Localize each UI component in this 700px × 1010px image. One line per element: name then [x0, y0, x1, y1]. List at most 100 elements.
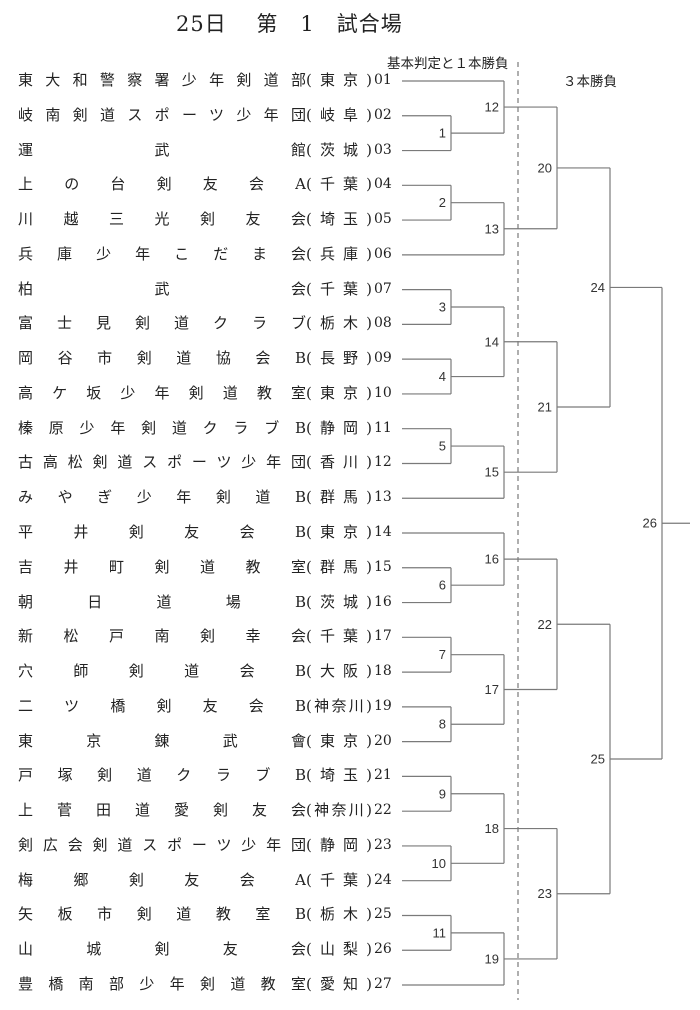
open-paren: (	[306, 210, 312, 229]
team-name: 兵庫少年こだま会	[18, 244, 306, 263]
team-row: 榛原少年剣道クラブB(静岡)11	[0, 418, 400, 438]
match-number: 17	[485, 682, 499, 697]
team-prefecture: (茨城)	[306, 140, 372, 160]
prefecture-name: 東京	[311, 71, 367, 89]
match-number: 18	[485, 821, 499, 836]
open-paren: (	[306, 940, 312, 959]
match-number: 13	[485, 221, 499, 236]
match-number: 9	[439, 786, 446, 801]
prefecture-name: 千葉	[311, 870, 367, 889]
open-paren: (	[306, 801, 312, 820]
close-paren: )	[366, 383, 372, 402]
team-row: 兵庫少年こだま会(兵庫)06	[0, 244, 400, 264]
team-prefecture: (静岡)	[306, 418, 372, 438]
team-prefecture: (東京)	[306, 383, 372, 403]
team-name: 吉井町剣道教室	[18, 557, 306, 576]
open-paren: (	[306, 557, 312, 576]
team-prefecture: (神奈川)	[306, 696, 372, 716]
team-number: 15	[374, 558, 392, 575]
team-row: 東京錬武會(東京)20	[0, 731, 400, 751]
close-paren: )	[366, 349, 372, 368]
team-name: 新松戸南剣幸会	[18, 627, 306, 646]
open-paren: (	[306, 662, 312, 681]
close-paren: )	[366, 627, 372, 646]
match-number: 6	[439, 578, 446, 593]
open-paren: (	[306, 349, 312, 368]
open-paren: (	[306, 523, 312, 541]
match-number: 8	[439, 717, 446, 732]
team-prefecture: (千葉)	[306, 279, 372, 299]
team-name: 川越三光剣友会	[18, 210, 306, 229]
prefecture-name: 山梨	[311, 940, 367, 959]
team-name: 豊橋南部少年剣道教室	[18, 975, 306, 994]
team-row: 朝日道場B(茨城)16	[0, 592, 400, 612]
close-paren: )	[366, 244, 372, 263]
open-paren: (	[306, 105, 312, 124]
team-number: 03	[374, 141, 392, 158]
match-number: 26	[643, 516, 657, 531]
team-row: 柏 武 会(千葉)07	[0, 279, 400, 299]
team-prefecture: (東京)	[306, 522, 372, 542]
team-row: 矢板市剣道教室B(栃木)25	[0, 904, 400, 924]
prefecture-name: 静岡	[311, 418, 367, 437]
team-row: みやぎ少年剣道B(群馬)13	[0, 487, 400, 507]
open-paren: (	[306, 71, 312, 89]
open-paren: (	[306, 140, 312, 159]
team-number: 09	[374, 350, 392, 367]
team-number: 10	[374, 384, 392, 401]
team-row: 新松戸南剣幸会(千葉)17	[0, 626, 400, 646]
prefecture-name: 群馬	[311, 557, 367, 576]
team-name: 梅郷剣友会A	[18, 870, 306, 889]
team-row: 川越三光剣友会(埼玉)05	[0, 209, 400, 229]
match-number: 23	[538, 886, 552, 901]
team-prefecture: (大阪)	[306, 661, 372, 681]
team-row: 運 武 館(茨城)03	[0, 140, 400, 160]
open-paren: (	[306, 731, 312, 750]
prefecture-name: 群馬	[311, 488, 367, 507]
open-paren: (	[306, 870, 312, 889]
team-row: 上菅田道愛剣友会(神奈川)22	[0, 800, 400, 820]
team-number: 06	[374, 245, 392, 262]
open-paren: (	[306, 383, 312, 402]
close-paren: )	[366, 766, 372, 785]
team-prefecture: (香川)	[306, 452, 372, 472]
team-number: 20	[374, 732, 392, 749]
close-paren: )	[366, 696, 372, 715]
close-paren: )	[366, 71, 372, 89]
team-row: 岐南剣道スポーツ少年団(岐阜)02	[0, 105, 400, 125]
team-name: みやぎ少年剣道B	[18, 488, 306, 507]
open-paren: (	[306, 627, 312, 646]
team-number: 07	[374, 280, 392, 297]
close-paren: )	[366, 801, 372, 820]
team-prefecture: (山梨)	[306, 939, 372, 959]
team-number: 18	[374, 663, 392, 680]
close-paren: )	[366, 105, 372, 124]
match-number: 25	[591, 752, 605, 767]
team-prefecture: (愛知)	[306, 974, 372, 994]
team-number: 05	[374, 211, 392, 228]
open-paren: (	[306, 453, 312, 472]
prefecture-name: 長野	[311, 349, 367, 368]
team-number: 26	[374, 941, 392, 958]
team-prefecture: (東京)	[306, 70, 372, 90]
match-number: 19	[485, 951, 499, 966]
team-row: 戸塚剣道クラブB(埼玉)21	[0, 765, 400, 785]
prefecture-name: 東京	[311, 523, 367, 541]
prefecture-name: 愛知	[311, 975, 367, 994]
close-paren: )	[366, 314, 372, 333]
prefecture-name: 栃木	[311, 905, 367, 924]
team-row: 東大和警察署少年剣道部(東京)01	[0, 70, 400, 90]
team-number: 23	[374, 836, 392, 853]
team-name: 榛原少年剣道クラブB	[18, 418, 306, 437]
team-row: 梅郷剣友会A(千葉)24	[0, 870, 400, 890]
team-prefecture: (栃木)	[306, 904, 372, 924]
team-prefecture: (茨城)	[306, 592, 372, 612]
match-number: 7	[439, 647, 446, 662]
team-prefecture: (千葉)	[306, 626, 372, 646]
team-number: 01	[374, 72, 392, 88]
team-number: 16	[374, 593, 392, 610]
team-name: 東京錬武會	[18, 731, 306, 750]
prefecture-name: 千葉	[311, 175, 367, 194]
open-paren: (	[306, 244, 312, 263]
